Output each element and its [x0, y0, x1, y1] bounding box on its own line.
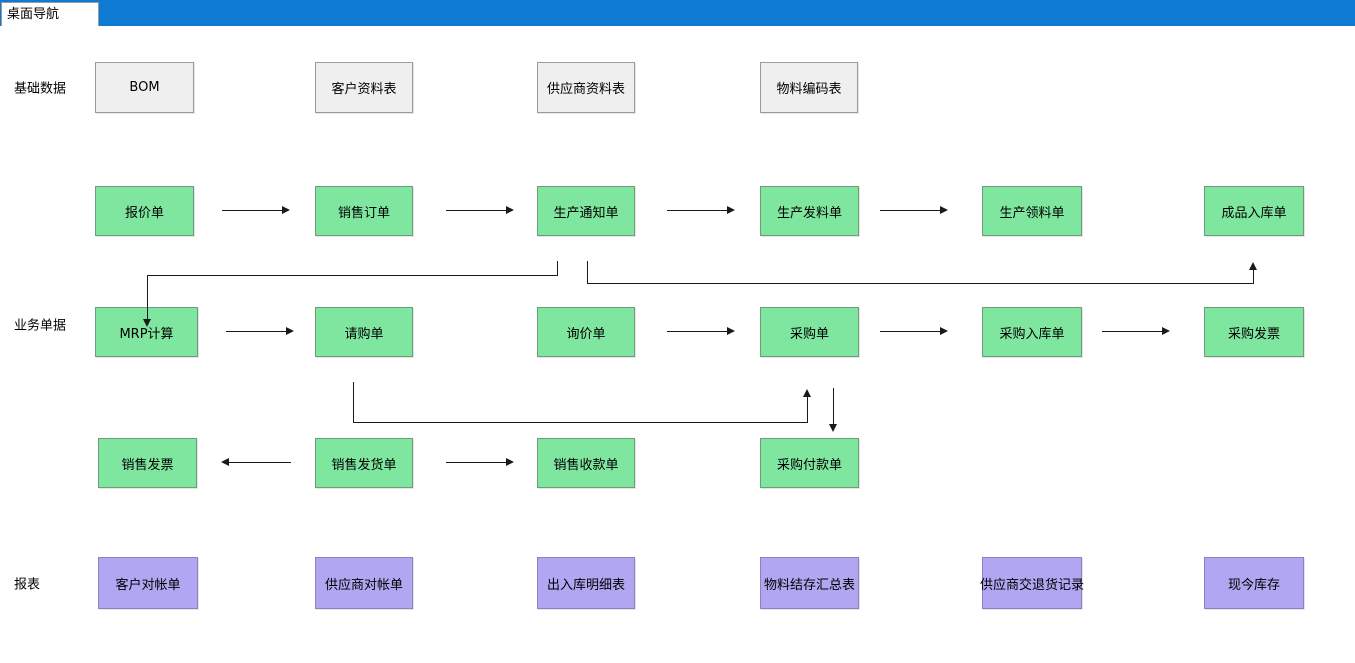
arrow-head-mrp-to-purchase-req — [286, 327, 294, 335]
connector-fg-receipt-rise — [1253, 269, 1254, 284]
connector-purchase-order-to-purchase-in — [880, 331, 942, 332]
arrow-head-prod-notice-to-fg-receipt — [1249, 262, 1257, 270]
connector-sales-delivery-to-sales-receipt — [446, 462, 508, 463]
node-sales-order[interactable]: 销售订单 — [315, 186, 413, 236]
node-bom[interactable]: BOM — [95, 61, 194, 113]
connector-prod-notice-down-left — [557, 261, 558, 275]
arrow-head-sales-delivery-to-sales-invoice — [221, 458, 229, 466]
connector-mrp-drop — [147, 275, 148, 321]
connector-purchase-order-rise — [807, 396, 808, 423]
flowchart-canvas: 基础数据业务单据报表 BOM 客户资料表 供应商资料表 物料编码表报价单 销售订单 生产通… — [0, 26, 1355, 663]
node-current-stock[interactable]: 现今库存 — [1204, 557, 1304, 609]
node-purchase-order[interactable]: 采购单 — [760, 307, 859, 357]
connector-purchase-req-down — [353, 382, 354, 422]
node-supp-return[interactable]: 供应商交退货记录 — [980, 557, 1084, 609]
node-cust-statement[interactable]: 客户对帐单 — [98, 557, 198, 609]
arrow-head-purchase-order-to-purchase-in — [940, 327, 948, 335]
node-sales-receipt[interactable]: 销售收款单 — [537, 438, 635, 488]
tab-desktop-navigation[interactable]: 桌面导航 — [1, 2, 99, 26]
arrow-head-prod-notice-to-prod-issue — [727, 206, 735, 214]
node-mat-balance[interactable]: 物料结存汇总表 — [760, 557, 859, 609]
connector-purchase-in-to-purchase-inv — [1102, 331, 1164, 332]
arrow-head-sales-delivery-to-sales-receipt — [506, 458, 514, 466]
node-quotation[interactable]: 报价单 — [95, 186, 194, 236]
node-mrp[interactable]: MRP计算 — [95, 307, 198, 357]
connector-quotation-to-sales-order — [222, 210, 284, 211]
row-label: 业务单据 — [14, 318, 67, 334]
arrow-head-purchase-order-to-purchase-pay — [829, 424, 837, 432]
arrow-head-quotation-to-sales-order — [282, 206, 290, 214]
arrow-head-prod-issue-to-prod-picking — [940, 206, 948, 214]
node-purchase-inv[interactable]: 采购发票 — [1204, 307, 1304, 357]
connector-purchase-req-to-purchase-order-horizontal — [353, 422, 807, 423]
arrow-head-purchase-req-to-purchase-order — [803, 389, 811, 397]
node-prod-picking[interactable]: 生产领料单 — [982, 186, 1082, 236]
connector-prod-notice-to-fg-receipt-horizontal — [587, 283, 1254, 284]
connector-prod-notice-to-mrp-horizontal — [147, 275, 558, 276]
node-io-detail[interactable]: 出入库明细表 — [537, 557, 635, 609]
node-purchase-req[interactable]: 请购单 — [315, 307, 413, 357]
arrow-head-sales-order-to-prod-notice — [506, 206, 514, 214]
node-purchase-in[interactable]: 采购入库单 — [982, 307, 1082, 357]
node-material-code[interactable]: 物料编码表 — [760, 61, 858, 113]
connector-mrp-to-purchase-req — [226, 331, 288, 332]
node-supp-statement[interactable]: 供应商对帐单 — [315, 557, 413, 609]
connector-prod-notice-to-prod-issue — [667, 210, 729, 211]
connector-sales-delivery-to-sales-invoice — [229, 462, 291, 463]
row-label: 报表 — [14, 577, 41, 593]
arrow-head-inquiry-to-purchase-order — [727, 327, 735, 335]
connector-sales-order-to-prod-notice — [446, 210, 508, 211]
row-label: 基础数据 — [14, 81, 67, 97]
node-sales-invoice[interactable]: 销售发票 — [98, 438, 197, 488]
node-sales-delivery[interactable]: 销售发货单 — [315, 438, 413, 488]
title-bar: 桌面导航 — [0, 0, 1355, 26]
tab-label: 桌面导航 — [7, 7, 60, 22]
node-purchase-pay[interactable]: 采购付款单 — [760, 438, 859, 488]
node-supplier-info[interactable]: 供应商资料表 — [537, 61, 635, 113]
arrow-head-prod-notice-to-mrp — [143, 319, 151, 327]
connector-purchase-order-to-purchase-pay — [833, 388, 834, 426]
connector-prod-issue-to-prod-picking — [880, 210, 942, 211]
node-prod-issue[interactable]: 生产发料单 — [760, 186, 859, 236]
connector-inquiry-to-purchase-order — [667, 331, 729, 332]
node-fg-receipt[interactable]: 成品入库单 — [1204, 186, 1304, 236]
node-customer-info[interactable]: 客户资料表 — [315, 61, 413, 113]
connector-prod-notice-down-right — [587, 261, 588, 283]
node-inquiry[interactable]: 询价单 — [537, 307, 635, 357]
node-prod-notice[interactable]: 生产通知单 — [537, 186, 635, 236]
arrow-head-purchase-in-to-purchase-inv — [1162, 327, 1170, 335]
